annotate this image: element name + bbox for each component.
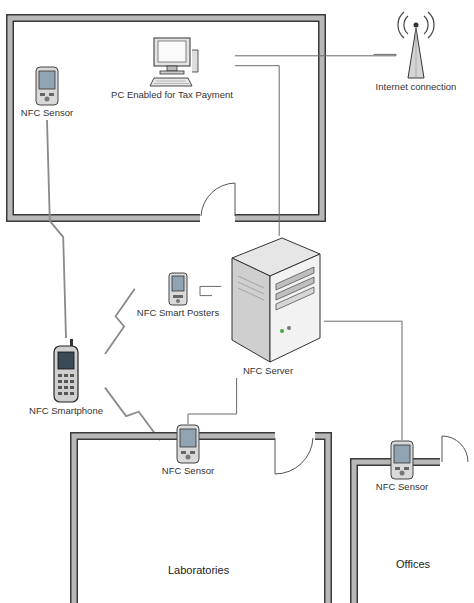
- laboratory-room: Laboratories: [70, 432, 332, 598]
- internet-antenna: Internet connection: [374, 6, 459, 94]
- nfc-smartphone: NFC Smartphone: [27, 338, 105, 418]
- poster-icon: [167, 272, 189, 306]
- sensor-icon: [389, 440, 415, 480]
- room-wall: [350, 458, 474, 598]
- device-label: NFC Sensor: [374, 480, 430, 494]
- pc-terminal: PC Enabled for Tax Payment: [109, 36, 235, 102]
- device-label: Internet connection: [374, 80, 459, 94]
- network-cable: [188, 378, 237, 424]
- device-label: NFC Smart Posters: [135, 306, 221, 320]
- network-cable: [235, 66, 279, 236]
- nfc-server: NFC Server: [212, 236, 324, 378]
- room-label: Laboratories: [166, 563, 231, 577]
- network-cable: [200, 286, 221, 295]
- device-label: NFC Sensor: [160, 464, 216, 478]
- office-room: Offices: [350, 458, 474, 598]
- device-label: NFC Sensor: [19, 106, 75, 120]
- sensor-icon: [175, 424, 201, 464]
- sensor-icon: [34, 66, 60, 106]
- smart-poster: NFC Smart Posters: [135, 272, 221, 320]
- device-label: PC Enabled for Tax Payment: [109, 88, 235, 102]
- wireless-link: [105, 289, 135, 354]
- network-cable: [235, 54, 396, 55]
- nfc-sensor: NFC Sensor: [160, 424, 216, 478]
- network-cable: [324, 321, 402, 440]
- server-icon: [212, 236, 324, 364]
- device-label: NFC Server: [212, 364, 324, 378]
- phone-icon: [50, 338, 82, 404]
- antenna-icon: [396, 6, 436, 80]
- pc-icon: [140, 36, 204, 88]
- room-label: Offices: [394, 557, 432, 571]
- top-room-wall: [10, 18, 322, 218]
- nfc-sensor: NFC Sensor: [19, 66, 75, 120]
- wireless-link: [47, 120, 66, 338]
- nfc-sensor: NFC Sensor: [374, 440, 430, 494]
- device-label: NFC Smartphone: [27, 404, 105, 418]
- top-room-door: [201, 183, 235, 216]
